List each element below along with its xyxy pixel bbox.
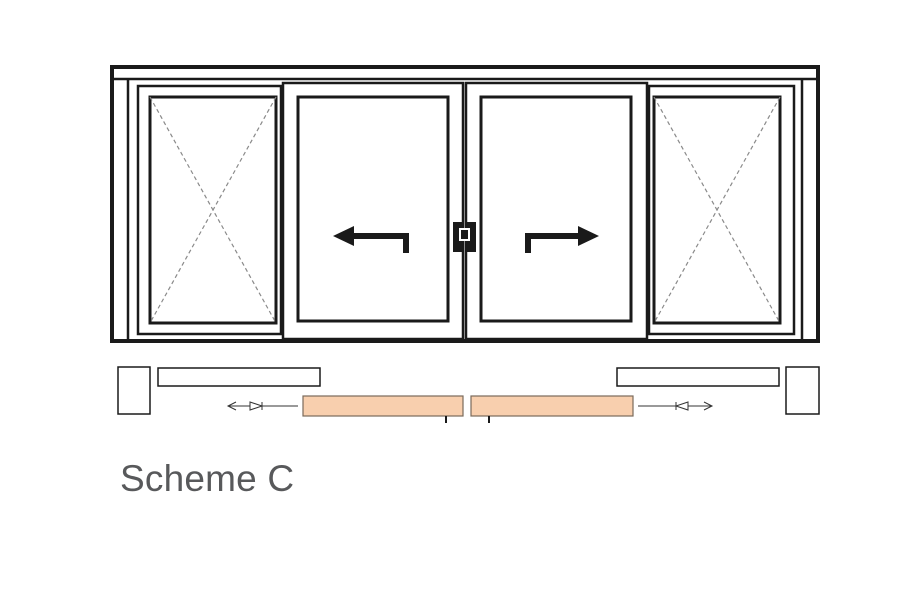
left-fixed-panel (136, 84, 283, 336)
left-fixed-cross-icon (149, 96, 277, 324)
right-slide-arrow-icon (525, 226, 599, 253)
plan-left-arrow-icon (226, 401, 298, 411)
right-fixed-sash (647, 84, 796, 336)
left-sliding-panel (281, 81, 465, 341)
left-fixed-sash (136, 84, 283, 336)
plan-right-arrow-icon (638, 401, 714, 411)
right-sliding-plan-panel (470, 395, 634, 417)
right-sliding-glass (479, 95, 633, 323)
scheme-caption: Scheme C (120, 458, 295, 499)
left-slide-arrow-icon (333, 226, 409, 253)
door-elevation (110, 65, 820, 343)
right-sliding-panel (464, 81, 649, 341)
right-sliding-sash (464, 81, 649, 341)
left-fixed-lite-bar (157, 367, 321, 387)
right-fixed-glass (652, 95, 782, 325)
left-sliding-sash (281, 81, 465, 341)
right-stack-pocket (785, 366, 820, 415)
left-sliding-plan-panel (302, 395, 464, 417)
left-fixed-glass (148, 95, 278, 325)
outer-frame (110, 65, 820, 343)
right-fixed-panel (647, 84, 796, 336)
door-plan (117, 366, 820, 423)
left-stack-pocket (117, 366, 151, 415)
right-fixed-cross-icon (653, 96, 781, 324)
center-lock-handle-icon (453, 222, 476, 252)
left-sliding-glass (296, 95, 450, 323)
right-fixed-lite-bar (616, 367, 780, 387)
